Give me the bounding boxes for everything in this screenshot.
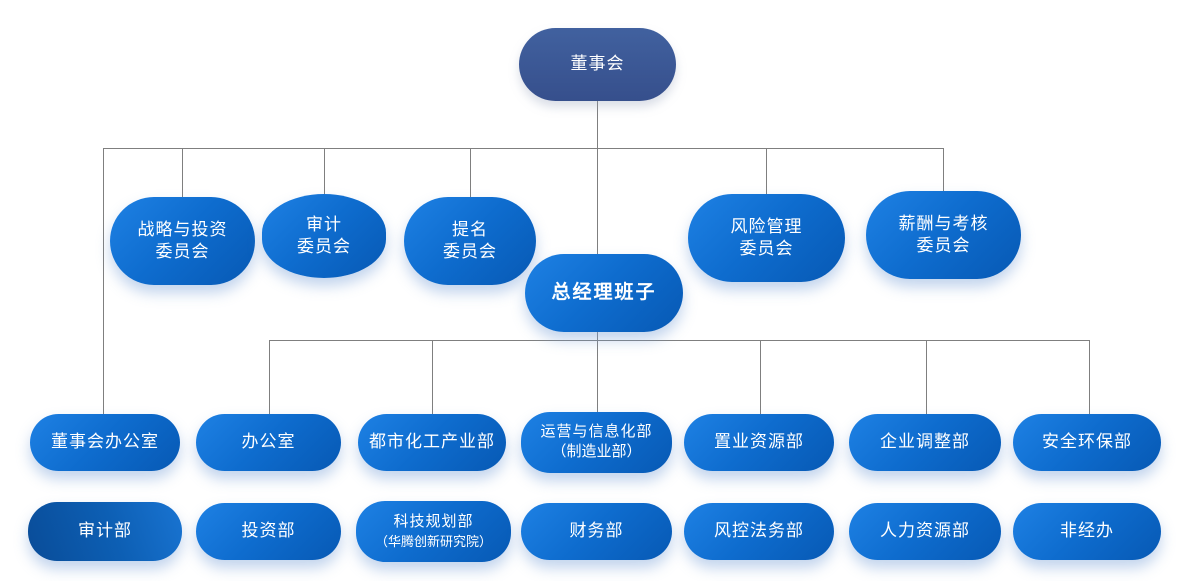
connector-audit-committee-drop: [324, 148, 325, 196]
org-node-board: 董事会: [519, 28, 676, 101]
node-label-line2: 委员会: [297, 237, 351, 256]
connector-safety-environment-drop: [1089, 340, 1090, 415]
node-label: 风控法务部: [714, 521, 804, 541]
node-label-line2: 委员会: [443, 242, 497, 261]
org-node-audit-committee: 审计 委员会: [262, 194, 386, 278]
org-node-risk-management-committee: 风险管理 委员会: [688, 194, 845, 282]
org-node-investment-dept: 投资部: [196, 503, 341, 560]
node-label: 科技规划部: [393, 514, 474, 531]
connector-board-office-drop: [103, 148, 104, 415]
connector-office-drop: [269, 340, 270, 415]
node-label-line2: 委员会: [155, 242, 210, 261]
connector-board-to-gm: [597, 100, 598, 340]
node-label: 办公室: [241, 432, 296, 452]
org-node-enterprise-adjustment-dept: 企业调整部: [849, 414, 1001, 471]
node-label: 财务部: [569, 521, 624, 541]
connector-risk-committee-drop: [766, 148, 767, 196]
node-label: 人力资源部: [880, 521, 970, 541]
org-node-nomination-committee: 提名 委员会: [404, 197, 536, 285]
org-node-compensation-assessment-committee: 薪酬与考核 委员会: [866, 191, 1021, 279]
org-node-tech-planning-dept: 科技规划部 （华腾创新研究院）: [356, 501, 511, 562]
node-label: 企业调整部: [880, 432, 970, 452]
node-label-line2: （制造业部）: [551, 443, 642, 460]
connector-urban-chemical-drop: [432, 340, 433, 415]
org-node-office: 办公室: [196, 414, 341, 471]
node-label: 安全环保部: [1042, 432, 1132, 452]
node-label: 董事会: [570, 54, 625, 74]
node-label: 薪酬与考核: [898, 213, 989, 233]
node-label: 运营与信息化部: [540, 423, 653, 440]
org-node-operations-informatization-dept: 运营与信息化部 （制造业部）: [521, 412, 672, 473]
org-node-realty-resources-dept: 置业资源部: [684, 414, 834, 471]
org-node-safety-environment-dept: 安全环保部: [1013, 414, 1161, 471]
connector-compensation-committee-drop: [943, 148, 944, 194]
node-label-line2: （华腾创新研究院）: [374, 533, 492, 549]
node-label-line2: 委员会: [916, 236, 971, 255]
connector-gm-bus: [269, 340, 1089, 341]
node-label: 置业资源部: [714, 432, 804, 452]
node-label: 非经办: [1060, 521, 1114, 541]
org-node-gm-team: 总经理班子: [525, 254, 683, 332]
node-label: 都市化工产业部: [369, 432, 495, 452]
node-label: 提名: [452, 219, 488, 239]
node-label: 审计部: [78, 521, 132, 541]
connector-operations-drop: [597, 340, 598, 415]
org-node-finance-dept: 财务部: [521, 503, 672, 560]
connector-enterprise-adjustment-drop: [926, 340, 927, 415]
org-node-non-operating-office: 非经办: [1013, 503, 1161, 560]
node-label: 董事会办公室: [51, 432, 159, 452]
node-label: 总经理班子: [551, 282, 657, 304]
node-label-line2: 委员会: [739, 239, 794, 258]
connector-board-bus: [103, 148, 944, 149]
connector-strategy-committee-drop: [182, 148, 183, 200]
node-label: 风险管理: [730, 216, 803, 236]
connector-realty-drop: [760, 340, 761, 415]
org-node-board-office: 董事会办公室: [30, 414, 180, 471]
node-label: 投资部: [241, 521, 296, 541]
org-node-risk-control-legal-dept: 风控法务部: [684, 503, 834, 560]
org-node-hr-dept: 人力资源部: [849, 503, 1001, 560]
org-node-audit-dept: 审计部: [28, 502, 182, 561]
node-label: 战略与投资: [137, 219, 228, 239]
org-node-strategy-investment-committee: 战略与投资 委员会: [110, 197, 255, 285]
connector-nomination-committee-drop: [470, 148, 471, 200]
org-node-urban-chemical-industry-dept: 都市化工产业部: [358, 414, 506, 471]
node-label: 审计: [306, 214, 342, 234]
